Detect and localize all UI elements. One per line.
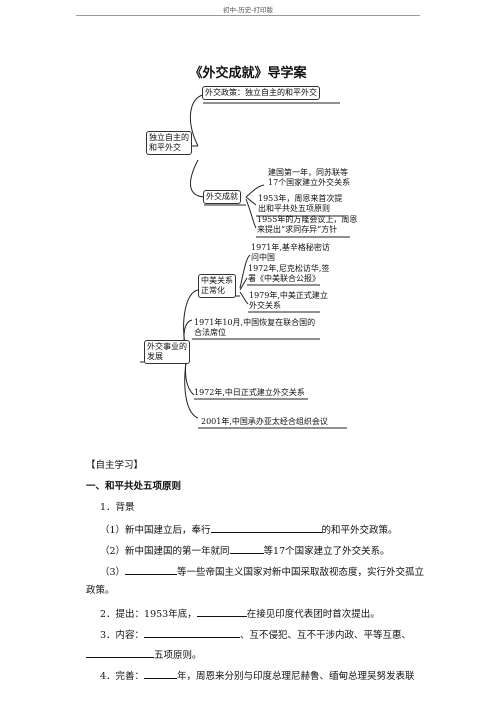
branch-ach1 [245,184,265,198]
q3-line: （3） 等一些帝国主义国家对新中国采取敌视态度，实行外交孤立 [100,564,424,580]
item4-text-b: 年，周恩来分别与印度总理尼赫鲁、缅甸总理吴努发表联 [177,671,415,682]
q3-answer-blank[interactable] [125,564,178,575]
branch-us2 [239,277,248,291]
un-line1: 1971年10月,中国恢复在联合国的 [194,318,316,327]
root1-line1: 独立自主的 [149,133,189,142]
item4-line: 4．完善： 年，周恩来分别与印度总理尼赫鲁、缅甸总理吴努发表联 [100,668,415,684]
item2-answer-blank[interactable] [196,606,247,617]
mindmap-connectors [140,94,350,429]
node-sino-japan: 1972年,中日正式建立外交关系 [194,388,305,397]
item3-line-cont: 五项原则。 [86,647,202,663]
us2-line2: 署《中美联合公报》 [248,274,320,283]
branch-japan [185,359,195,396]
item1-background: 1．背景 [100,502,135,513]
q1-line: （1）新中国建立后，奉行 的和平外交政策。 [100,522,398,538]
node-ach-item3: 1955年的万隆会议上，周恩 来提出“求同存异”方针 [257,215,357,235]
root1-line2: 和平外交 [149,143,181,152]
q2-text-a: （2）新中国建国的第一年就同 [100,546,230,557]
item3-line: 3．内容： 、互不侵犯、互不干涉内政、平等互惠、 [100,627,411,643]
item3-answer-blank-2[interactable] [86,647,154,658]
node-foreign-policy: 外交政策：独立自主的和平外交 [202,86,320,100]
node-ach-item2: 1953年，周恩来首次提 出和平共处五项原则 [258,194,342,214]
node-un-seat: 1971年10月,中国恢复在联合国的 合法席位 [194,318,315,338]
root2-line1: 外交事业的 [147,342,187,351]
root-diplomacy-development: 外交事业的 发展 [144,340,190,364]
q3-line-cont: 政策。 [86,585,115,596]
node-sino-us-normalization: 中美关系 正常化 [198,274,236,298]
ach3-line2: 来提出“求同存异”方针 [257,225,338,234]
item3-text-c: 五项原则。 [154,650,202,661]
branch-policy [189,94,204,147]
q1-answer-blank[interactable] [210,522,322,533]
node-ach-item1: 建国第一年，同苏联等 17个国家建立外交关系 [268,168,350,188]
q2-text-b: 等17个国家建立了外交关系。 [263,546,390,557]
node-achievements: 外交成就 [203,190,241,204]
branch-us3 [239,291,249,305]
us1-line1: 1971年,基辛格秘密访 [251,243,330,252]
item3-text-a: 3．内容： [100,630,145,641]
branch-achievements [189,159,205,198]
q3-text-a: （3） [100,567,126,578]
branch-apec [184,361,199,419]
node-apec: 2001年,中国承办亚太经合组织会议 [201,417,328,426]
node-us-item1: 1971年,基辛格秘密访 问中国 [251,243,330,263]
header-divider [76,15,420,16]
item3-answer-blank[interactable] [144,627,241,638]
q2-answer-blank[interactable] [229,543,264,554]
item3-text-b: 、互不侵犯、互不干涉内政、平等互惠、 [240,630,412,641]
us3-line1: 1979年,中美正式建立 [249,291,328,300]
branch-us1 [239,254,251,289]
ach3-line1: 1955年的万隆会议上，周恩 [257,215,358,224]
sino-us-line1: 中美关系 [201,276,233,285]
ach2-line1: 1953年，周恩来首次提 [258,194,343,203]
us1-line2: 问中国 [251,253,275,262]
ach2-line2: 出和平共处五项原则 [258,204,330,213]
q1-text-a: （1）新中国建立后，奉行 [100,525,211,536]
q2-line: （2）新中国建国的第一年就同 等17个国家建立了外交关系。 [100,543,390,559]
sino-us-line2: 正常化 [201,286,225,295]
node-us-item3: 1979年,中美正式建立 外交关系 [249,291,328,311]
q3-text-b: 等一些帝国主义国家对新中国采取敌视态度，实行外交孤立 [177,567,425,578]
root-independent-peaceful-diplomacy: 独立自主的 和平外交 [146,131,192,155]
us2-line1: 1972年,尼克松访华,签 [248,264,330,273]
item2-text-a: 2．提出：1953年底， [100,609,197,620]
branch-ach3 [245,198,257,229]
us3-line2: 外交关系 [249,301,281,310]
root2-line2: 发展 [147,352,163,361]
item2-text-b: 在接见印度代表团时首次提出。 [246,609,380,620]
document-title: 《外交成就》导学案 [189,66,307,81]
item4-answer-blank[interactable] [144,668,178,679]
un-line2: 合法席位 [194,328,226,337]
section1-heading: 一、和平共处五项原则 [86,481,182,492]
ach1-line1: 建国第一年，同苏联等 [268,168,348,177]
branch-ach2 [245,196,257,206]
ach1-line2: 17个国家建立外交关系 [268,178,351,187]
study-heading: 【自主学习】 [86,460,144,471]
node-us-item2: 1972年,尼克松访华,签 署《中美联合公报》 [248,264,329,284]
item2-line: 2．提出：1953年底， 在接见印度代表团时首次提出。 [100,606,380,622]
q1-text-b: 的和平外交政策。 [321,525,398,536]
page-header: 初中-历史-打印版 [223,6,273,14]
item4-text-a: 4．完善： [100,671,145,682]
